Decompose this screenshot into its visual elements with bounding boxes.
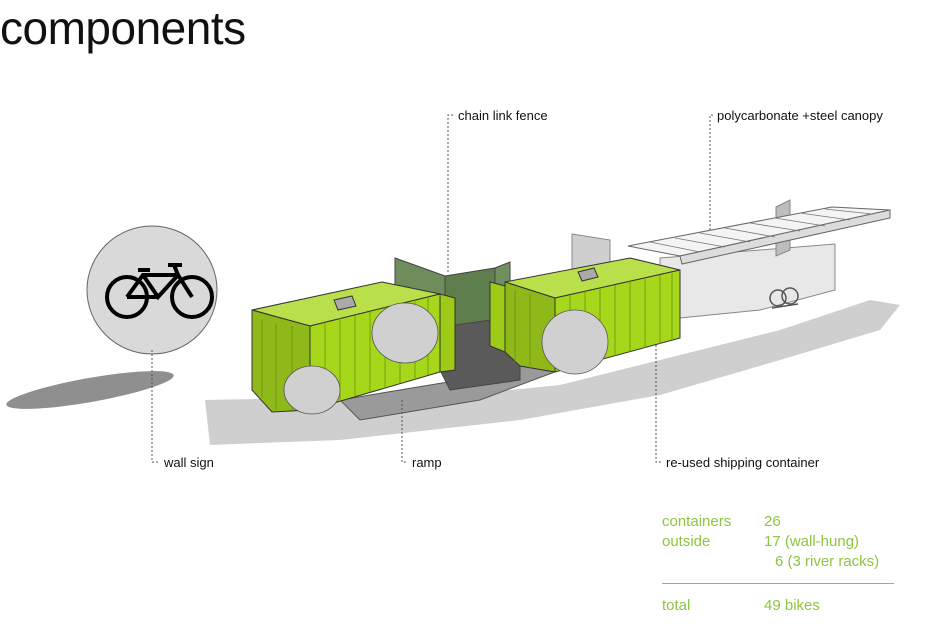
outside-value-2: 6 (3 river racks) xyxy=(775,553,880,570)
summary-divider xyxy=(662,583,894,584)
shipping-container-left xyxy=(251,281,456,415)
label-ramp: ramp xyxy=(412,455,442,470)
label-canopy: polycarbonate +steel canopy xyxy=(717,108,883,123)
containers-value: 26 xyxy=(764,513,781,530)
label-wall-sign: wall sign xyxy=(164,455,214,470)
total-row: total 49 bikes xyxy=(662,597,902,617)
containers-label: containers xyxy=(662,513,732,530)
leader-lines xyxy=(151,114,714,463)
total-value: 49 bikes xyxy=(764,597,820,614)
label-shipping-container: re-used shipping container xyxy=(666,455,820,470)
outside-value-1: 17 (wall-hung) xyxy=(764,533,860,550)
page-title: components xyxy=(0,2,246,54)
wall-sign xyxy=(86,225,218,355)
bicycle-icon xyxy=(105,263,214,319)
total-label: total xyxy=(662,597,691,614)
shipping-container-right xyxy=(489,257,681,375)
label-chain-link-fence: chain link fence xyxy=(458,108,548,123)
outside-label: outside xyxy=(662,533,711,550)
